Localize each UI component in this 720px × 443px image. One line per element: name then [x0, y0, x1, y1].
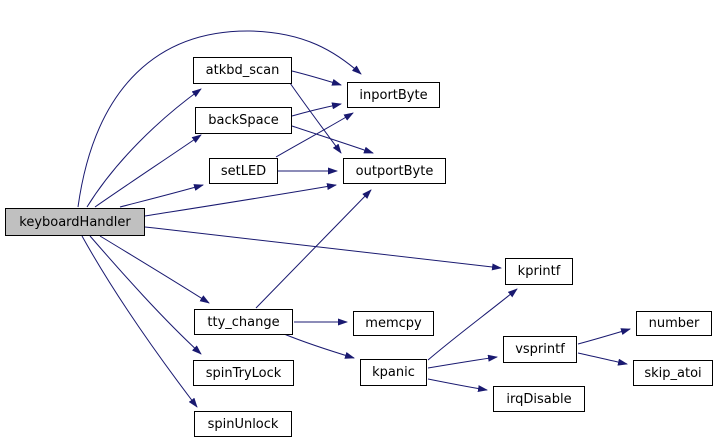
edge-kpanic-irqDisable — [427, 378, 488, 393]
edge-tty_change-kpanic — [283, 333, 355, 359]
node-outportByte[interactable]: outportByte — [343, 158, 446, 184]
edge-keyboardHandler-inportByte — [77, 30, 362, 208]
node-atkbd_scan[interactable]: atkbd_scan — [193, 57, 292, 84]
node-keyboardHandler[interactable]: keyboardHandler — [5, 208, 145, 236]
edge-keyboardHandler-spinUnlock — [81, 235, 198, 408]
node-tty_change[interactable]: tty_change — [194, 309, 293, 335]
edge-setLED-inportByte — [275, 112, 354, 158]
edge-keyboardHandler-tty_change — [99, 235, 210, 304]
node-spinUnlock[interactable]: spinUnlock — [194, 411, 292, 437]
node-setLED[interactable]: setLED — [209, 158, 278, 184]
edge-backSpace-outportByte — [291, 125, 374, 154]
edge-kpanic-vsprintf — [427, 354, 498, 369]
edge-vsprintf-skip_atoi — [577, 352, 628, 366]
node-number[interactable]: number — [636, 311, 712, 336]
node-kpanic[interactable]: kpanic — [360, 359, 427, 386]
node-inportByte[interactable]: inportByte — [347, 82, 440, 108]
edge-atkbd_scan-outportByte — [289, 82, 342, 154]
edge-kpanic-kprintf — [427, 288, 518, 361]
edge-keyboardHandler-spinTryLock — [89, 235, 202, 355]
edge-keyboardHandler-setLED — [119, 184, 204, 208]
edge-keyboardHandler-atkbd_scan — [86, 88, 202, 208]
edge-vsprintf-number — [577, 328, 631, 345]
node-kprintf[interactable]: kprintf — [505, 258, 573, 285]
edge-tty_change-outportByte — [255, 189, 372, 309]
node-skip_atoi[interactable]: skip_atoi — [633, 360, 713, 386]
node-irqDisable[interactable]: irqDisable — [493, 386, 585, 412]
node-memcpy[interactable]: memcpy — [353, 311, 434, 336]
node-backSpace[interactable]: backSpace — [195, 107, 292, 134]
edge-keyboardHandler-backSpace — [94, 134, 202, 208]
edge-keyboardHandler-outportByte — [144, 183, 337, 217]
node-spinTryLock[interactable]: spinTryLock — [193, 360, 294, 386]
edge-atkbd_scan-inportByte — [291, 70, 342, 86]
node-vsprintf[interactable]: vsprintf — [503, 336, 577, 363]
edge-backSpace-inportByte — [291, 102, 342, 117]
edge-keyboardHandler-kprintf — [144, 226, 502, 271]
